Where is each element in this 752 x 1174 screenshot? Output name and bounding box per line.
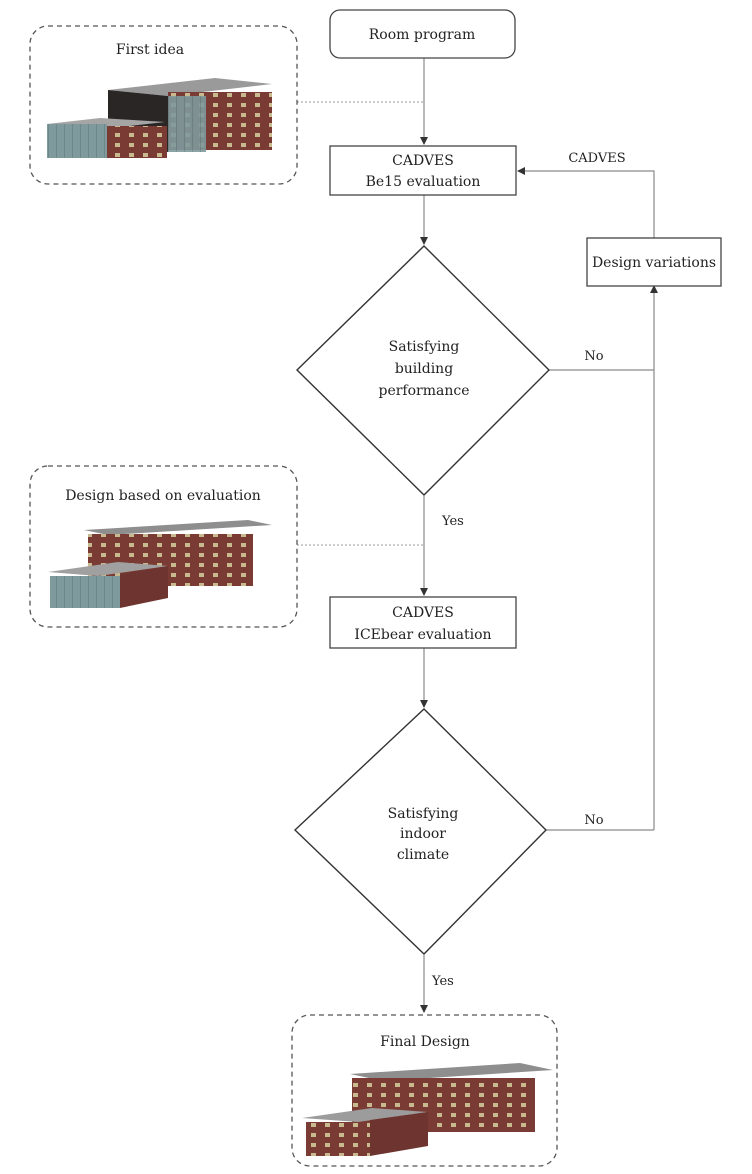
decision-indoor-climate: Satisfying indoor climate	[293, 708, 547, 955]
design-based-label: Design based on evaluation	[65, 488, 261, 504]
no-label-1: No	[584, 349, 603, 364]
icebear-title: CADVES	[392, 605, 454, 621]
yes-label-2: Yes	[431, 974, 454, 989]
be15-subtitle: Be15 evaluation	[366, 174, 481, 190]
be15-evaluation-node: CADVES Be15 evaluation	[329, 145, 517, 196]
decision1-line2: building	[395, 361, 453, 377]
building-render-design-based	[48, 520, 272, 608]
final-design-label: Final Design	[380, 1034, 470, 1050]
decision2-line3: climate	[397, 847, 449, 863]
yes-label-1: Yes	[441, 514, 464, 529]
be15-title: CADVES	[392, 153, 454, 169]
first-idea-label: First idea	[116, 42, 184, 58]
loop-cadves-label: CADVES	[568, 151, 625, 166]
room-program-node: Room program	[329, 9, 516, 59]
icebear-subtitle: ICEbear evaluation	[354, 627, 491, 643]
connectors	[297, 58, 658, 1013]
building-render-final-design	[302, 1063, 553, 1156]
design-variations-node: Design variations	[586, 237, 722, 287]
room-program-label: Room program	[369, 27, 475, 43]
design-based-panel: Design based on evaluation	[29, 465, 298, 628]
first-idea-panel: First idea	[29, 25, 298, 185]
icebear-evaluation-node: CADVES ICEbear evaluation	[329, 596, 517, 649]
decision1-line3: performance	[378, 383, 469, 399]
final-design-panel: Final Design	[291, 1014, 558, 1167]
edge-variations-to-eval1	[517, 167, 655, 238]
no-label-2: No	[584, 813, 603, 828]
decision-building-performance: Satisfying building performance	[296, 245, 550, 496]
decision2-line1: Satisfying	[388, 806, 459, 822]
building-render-first-idea	[47, 78, 272, 158]
design-variations-label: Design variations	[592, 255, 716, 271]
decision1-line1: Satisfying	[389, 339, 460, 355]
decision2-line2: indoor	[400, 826, 446, 842]
